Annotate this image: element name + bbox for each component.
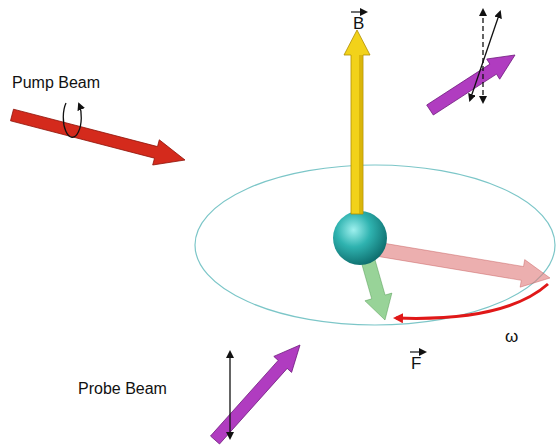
probe-polarization (229, 352, 230, 438)
vector-accent (410, 351, 425, 352)
beam-label: Probe Beam (78, 380, 167, 398)
transmitted-probe-arrow (427, 55, 515, 115)
frequency-label: ω (505, 328, 518, 347)
vector-accent (351, 11, 366, 12)
pump-beam-arrow (11, 109, 186, 165)
circular-polarization-symbol (63, 103, 81, 137)
rotated-polarization (470, 12, 500, 100)
initial-spin-arrow (369, 241, 550, 287)
precession-arc (396, 284, 548, 318)
atom-sphere (333, 211, 387, 265)
beam-label: Pump Beam (12, 74, 100, 92)
precession-orbit (195, 165, 555, 325)
vector-label: B (353, 15, 364, 34)
probe-beam-arrow (211, 345, 301, 444)
magnetic-field-arrow (344, 30, 370, 214)
vector-label: F (411, 355, 421, 374)
original-polarization (482, 10, 483, 102)
